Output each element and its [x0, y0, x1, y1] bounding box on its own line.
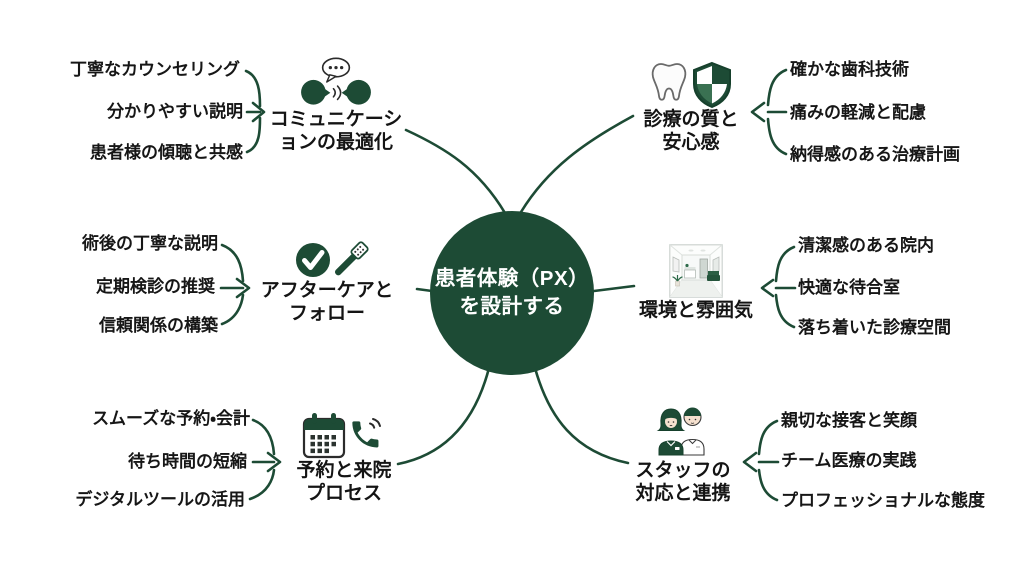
branch-label-line: プロセス	[305, 483, 382, 504]
spoke-booking	[396, 366, 491, 466]
spoke-staff	[533, 366, 630, 465]
central-topic-line2: を設計する	[459, 295, 565, 318]
branch-label-line: 予約と来院	[296, 460, 392, 481]
spoke-quality	[519, 114, 635, 214]
calendar-phone-icon	[300, 408, 386, 464]
leaf-item: 清潔感のある院内	[798, 236, 934, 255]
leaf-item: 確かな歯科技術	[790, 60, 909, 79]
branch-label-line: フォロー	[288, 303, 365, 324]
leaf-item: 信頼関係の構築	[99, 316, 218, 335]
leaf-item: 納得感のある治療計画	[790, 145, 960, 164]
spoke-communication	[404, 128, 507, 215]
leaf-item: 快適な待合室	[798, 278, 900, 297]
branch-label-booking: 予約と来院 プロセス	[269, 459, 419, 505]
branch-label-aftercare: アフターケアと フォロー	[252, 279, 402, 325]
central-topic: 患者体験（PX） を設計する	[430, 211, 594, 375]
branch-label-line: アフターケアと	[260, 280, 394, 301]
branch-label-line: 環境と雰囲気	[638, 300, 753, 321]
leaf-item: スムーズな予約・会計	[92, 409, 250, 428]
spoke-aftercare	[415, 287, 434, 293]
central-topic-line1: 患者体験（PX）	[434, 267, 590, 290]
checkmark-toothbrush-icon	[292, 230, 376, 288]
communication-icon	[298, 56, 374, 110]
branch-label-quality: 診療の質と 安心感	[616, 108, 766, 154]
branch-label-line: スタッフの	[635, 460, 731, 481]
spoke-environment	[592, 284, 636, 293]
leaf-item: チーム医療の実践	[781, 451, 917, 470]
leaf-item: 親切な接客と笑顔	[781, 411, 917, 430]
leaf-item: 定期検診の推奨	[96, 277, 215, 296]
branch-label-line: 安心感	[662, 132, 720, 153]
branch-label-line: 診療の質と	[643, 109, 739, 130]
leaf-item: 分かりやすい説明	[107, 102, 243, 121]
branch-label-line: ョンの最適化	[278, 132, 393, 153]
leaf-item: 患者様の傾聴と共感	[90, 143, 243, 162]
branch-label-line: コミュニケーシ	[269, 109, 403, 130]
leaf-item: プロフェッショナルな態度	[781, 491, 985, 510]
branch-label-staff: スタッフの 対応と連携	[608, 459, 758, 505]
branch-label-environment: 環境と雰囲気	[611, 299, 781, 322]
branch-label-line: 対応と連携	[635, 483, 731, 504]
leaf-item: 落ち着いた診療空間	[798, 318, 951, 337]
leaf-item: 術後の丁寧な説明	[82, 234, 218, 253]
leaf-item: 待ち時間の短縮	[128, 452, 247, 471]
leaf-item: 丁寧なカウンセリング	[70, 60, 240, 79]
leaf-item: 痛みの軽減と配慮	[790, 103, 926, 122]
leaf-item: デジタルツールの活用	[75, 490, 245, 509]
branch-label-communication: コミュニケーシ ョンの最適化	[261, 108, 411, 154]
waiting-room-icon	[669, 244, 723, 298]
tooth-shield-icon	[650, 60, 734, 110]
staff-icon	[654, 402, 714, 456]
